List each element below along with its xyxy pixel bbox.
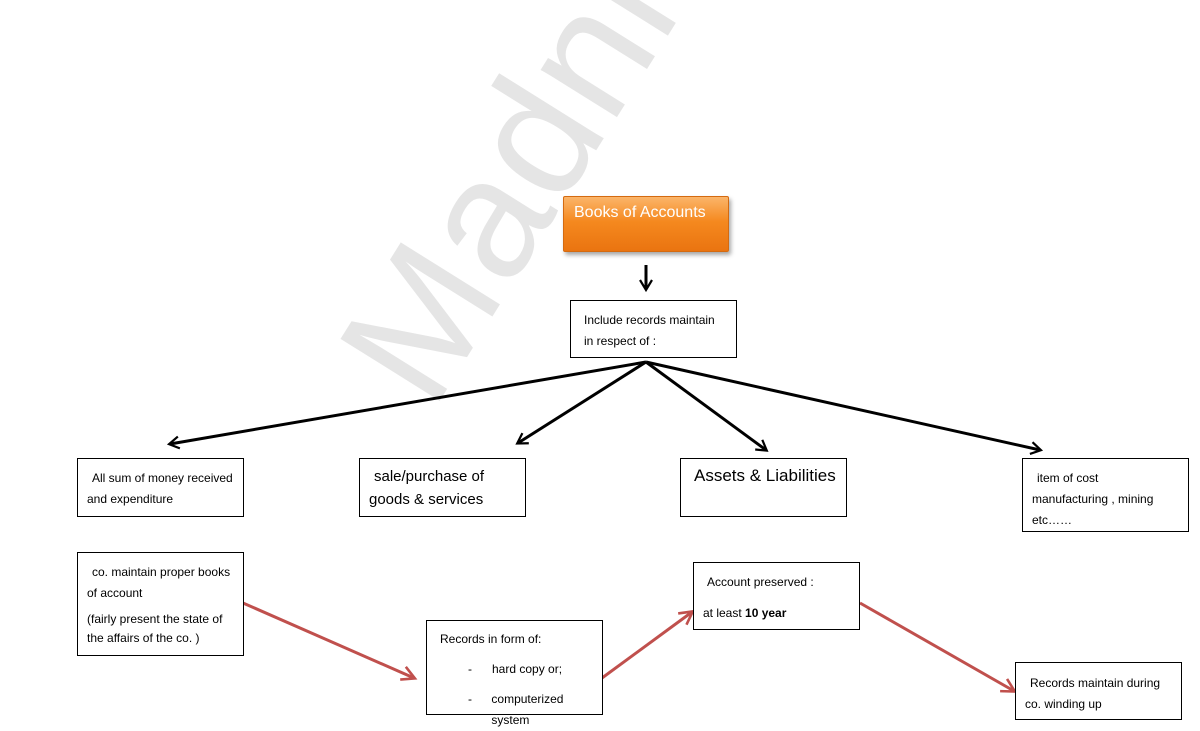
list-marker: - bbox=[468, 692, 472, 706]
winding-up-box: Records maintain during co. winding up bbox=[1015, 662, 1182, 720]
category-assets-box: Assets & Liabilities bbox=[680, 458, 847, 517]
fairly-present-text: (fairly present the state of the affairs… bbox=[87, 612, 223, 645]
proper-books-text: co. maintain proper books of account bbox=[87, 565, 231, 600]
preserved-heading: Account preserved : bbox=[707, 575, 814, 589]
category-cost-box: item of cost manufacturing , mining etc…… bbox=[1022, 458, 1189, 532]
list-marker: - bbox=[468, 662, 472, 676]
records-form-heading: Records in form of: bbox=[440, 632, 542, 646]
flow-arrow-3 bbox=[859, 601, 1018, 693]
preserved-line: at least 10 year bbox=[703, 603, 859, 624]
include-records-text: Include records maintain in respect of : bbox=[584, 313, 715, 348]
preserved-duration: 10 year bbox=[745, 606, 787, 620]
list-item: - hard copy or; bbox=[440, 659, 602, 680]
tree-arrow-cost bbox=[645, 360, 1044, 455]
tree-arrow-sale bbox=[515, 360, 647, 445]
tree-arrow-assets bbox=[645, 360, 769, 452]
category-sale-text: sale/purchase of goods & services bbox=[369, 468, 485, 508]
proper-books-box: co. maintain proper books of account (fa… bbox=[77, 552, 244, 656]
records-form-box: Records in form of: - hard copy or; - comp… bbox=[426, 620, 603, 727]
books-of-accounts-title: Books of Accounts bbox=[563, 196, 729, 252]
include-records-box: Include records maintain in respect of : bbox=[570, 300, 737, 358]
winding-up-text: Records maintain during co. winding up bbox=[1025, 676, 1161, 711]
category-money-text: All sum of money received and expenditur… bbox=[87, 471, 233, 506]
tree-arrow-money bbox=[166, 360, 647, 450]
flow-arrow-2 bbox=[601, 609, 696, 680]
category-sale-box: sale/purchase of goods & services bbox=[359, 458, 526, 517]
title-text: Books of Accounts bbox=[574, 204, 706, 221]
category-assets-text: Assets & Liabilities bbox=[694, 466, 836, 485]
account-preserved-box: Account preserved : at least 10 year bbox=[693, 562, 860, 630]
list-item-text: computerized system bbox=[491, 692, 564, 727]
list-item: - computerized system bbox=[440, 689, 602, 731]
list-item-text: hard copy or; bbox=[492, 662, 563, 676]
flow-arrow-1 bbox=[242, 601, 418, 681]
category-cost-text: item of cost manufacturing , mining etc…… bbox=[1032, 471, 1154, 527]
preserved-prefix: at least bbox=[703, 606, 746, 620]
category-money-box: All sum of money received and expenditur… bbox=[77, 458, 244, 517]
records-form-list: - hard copy or; - computerized system bbox=[440, 659, 602, 731]
